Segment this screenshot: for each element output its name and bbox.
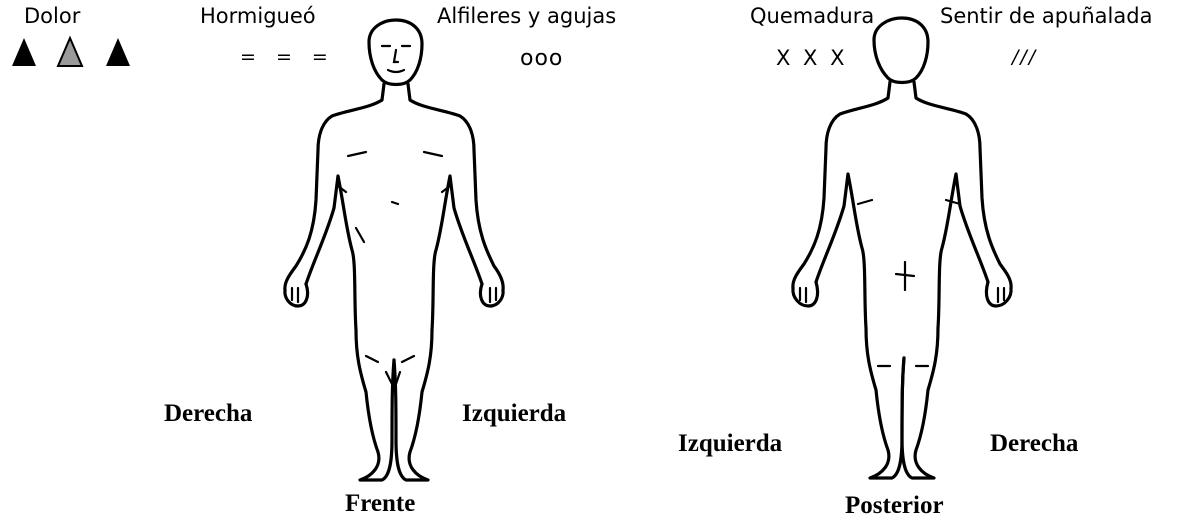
front-right-side-label: Derecha (164, 400, 252, 428)
back-left-side-label: Izquierda (678, 430, 782, 458)
front-left-side-label: Izquierda (462, 400, 566, 428)
back-right-side-label: Derecha (990, 430, 1078, 458)
back-body-figure (793, 18, 1011, 478)
front-view-caption: Frente (345, 490, 415, 518)
back-view-caption: Posterior (845, 492, 944, 520)
